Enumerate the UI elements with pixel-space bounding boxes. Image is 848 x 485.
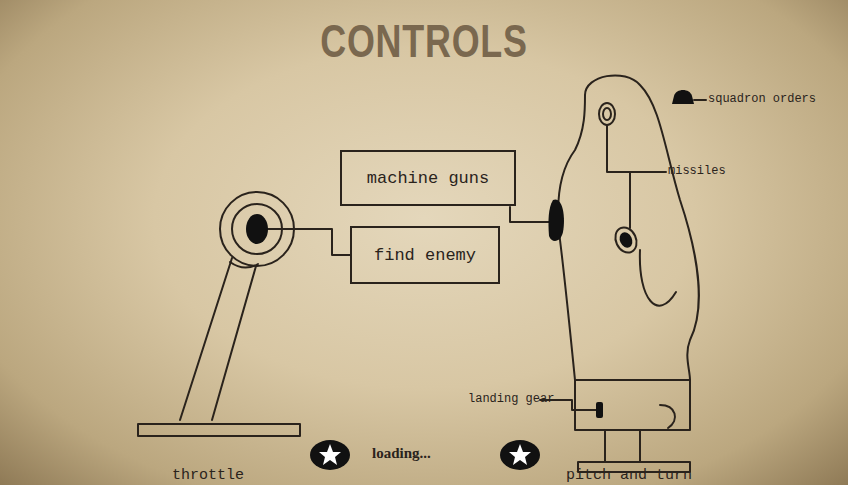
missile-button	[611, 224, 640, 256]
joystick-finger-groove	[640, 250, 676, 306]
control-label: missiles	[668, 164, 726, 178]
leader-line	[694, 99, 706, 101]
star	[319, 444, 341, 465]
trigger	[548, 199, 564, 240]
loading-star-badge	[500, 440, 540, 470]
hat-switch	[672, 90, 694, 104]
throttle-collar	[230, 262, 258, 268]
throttle-stick	[180, 258, 256, 420]
page-title: CONTROLS	[93, 14, 754, 68]
control-label-box: find enemy	[350, 226, 500, 284]
control-label: landing gear	[468, 392, 554, 406]
joystick-stem	[605, 430, 640, 462]
joystick-grip-seam	[576, 379, 690, 381]
device-label: throttle	[172, 467, 244, 484]
leader-line	[510, 207, 552, 222]
loading-star-badge	[310, 440, 350, 470]
find-enemy-button	[246, 214, 268, 244]
box-label: machine guns	[367, 169, 489, 188]
leader-line	[607, 126, 666, 172]
throttle-base	[138, 424, 300, 436]
missile-button-inner	[603, 108, 611, 120]
leader-line	[629, 172, 631, 228]
missile-button	[599, 103, 615, 125]
control-label-box: machine guns	[340, 150, 516, 206]
joystick-curl	[660, 405, 675, 428]
control-label: squadron orders	[708, 92, 816, 106]
missile-button-core	[617, 230, 635, 250]
device-label: pitch and turn	[566, 467, 692, 484]
landing-gear-switch	[596, 402, 603, 418]
joystick-grip	[558, 75, 699, 430]
star	[509, 444, 531, 465]
box-label: find enemy	[374, 246, 476, 265]
loading-text: loading...	[372, 445, 431, 462]
leader-line	[262, 229, 350, 255]
